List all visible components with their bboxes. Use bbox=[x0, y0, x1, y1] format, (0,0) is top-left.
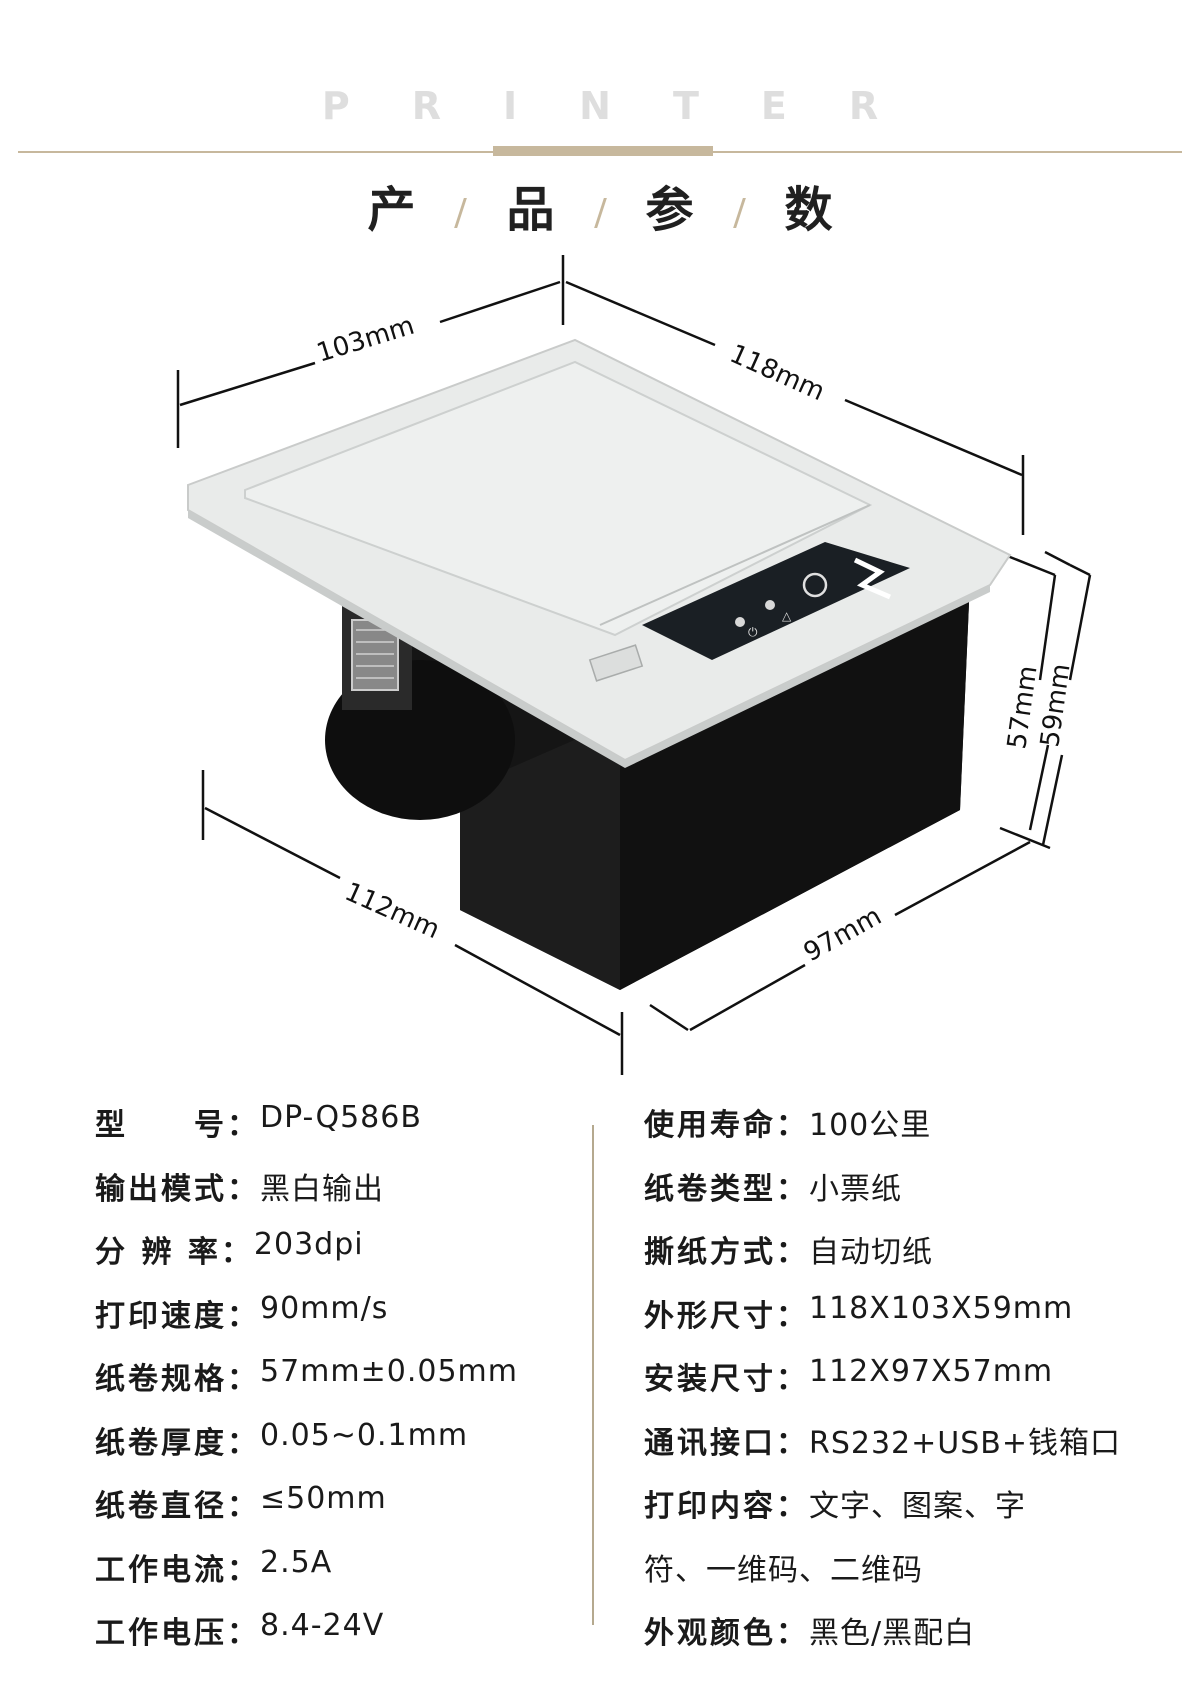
spec-list-right: 使用寿命：100公里 纸卷类型：小票纸 撕纸方式：自动切纸 外形尺寸：118X1… bbox=[644, 1100, 1121, 1672]
spec-value: 90mm/s bbox=[260, 1290, 389, 1326]
spec-value: ≤50mm bbox=[260, 1481, 387, 1516]
spec-label: 打印速度： bbox=[95, 1298, 260, 1334]
spec-row: 通讯接口：RS232+USB+钱箱口 bbox=[644, 1418, 1121, 1482]
title-char-2: 品 bbox=[506, 182, 555, 238]
header-accent-bar bbox=[493, 146, 713, 156]
spec-label: 撕纸方式： bbox=[644, 1235, 809, 1270]
spec-row: 工作电流：2.5A bbox=[95, 1545, 518, 1609]
spec-row: 型 号：DP-Q586B bbox=[95, 1100, 518, 1164]
spec-value: 小票纸 bbox=[809, 1171, 902, 1207]
title-char-4: 数 bbox=[784, 182, 833, 238]
spec-row: 输出模式：黑白输出 bbox=[95, 1164, 518, 1228]
printer-lid bbox=[244, 360, 873, 637]
spec-label: 打印内容： bbox=[644, 1489, 809, 1524]
spec-label: 工作电流： bbox=[95, 1552, 260, 1588]
spec-row: 工作电压：8.4-24V bbox=[95, 1608, 518, 1672]
spec-value: 黑白输出 bbox=[260, 1171, 384, 1207]
spec-row: 纸卷厚度：0.05~0.1mm bbox=[95, 1418, 518, 1482]
status-led-1 bbox=[735, 617, 745, 627]
spec-row: 安装尺寸：112X97X57mm bbox=[644, 1354, 1121, 1418]
spec-row: 纸卷直径：≤50mm bbox=[95, 1481, 518, 1545]
page-title: 产品参数 bbox=[0, 170, 1200, 240]
status-led-2 bbox=[765, 600, 775, 610]
spec-label: 纸卷类型： bbox=[644, 1171, 809, 1207]
spec-row: 外形尺寸：118X103X59mm bbox=[644, 1291, 1121, 1355]
spec-label: 输出模式： bbox=[95, 1171, 260, 1207]
dim-top-right: 118mm bbox=[725, 339, 829, 407]
spec-row: 撕纸方式：自动切纸 bbox=[644, 1227, 1121, 1291]
spec-row: 纸卷类型：小票纸 bbox=[644, 1164, 1121, 1228]
spec-list-left: 型 号：DP-Q586B 输出模式：黑白输出 分 辨 率：203dpi 打印速度… bbox=[95, 1100, 518, 1672]
brand-logo-mark bbox=[853, 557, 891, 600]
spec-row: 纸卷规格：57mm±0.05mm bbox=[95, 1354, 518, 1418]
spec-row: 外观颜色：黑色/黑配白 bbox=[644, 1608, 1121, 1672]
spec-label: 纸卷厚度： bbox=[95, 1425, 260, 1461]
spec-value: 文字、图案、字 bbox=[809, 1489, 1026, 1524]
dim-bottom-right: 97mm bbox=[799, 901, 887, 968]
spec-value: 自动切纸 bbox=[809, 1235, 933, 1270]
spec-value: 100公里 bbox=[809, 1108, 932, 1143]
spec-label: 分 辨 率： bbox=[95, 1235, 254, 1270]
dimension-lines bbox=[176, 255, 1092, 1075]
spec-row: 使用寿命：100公里 bbox=[644, 1100, 1121, 1164]
printer-illustration: ⏻ △ 103mm 118mm 57mm 59mm 112mm 97mm bbox=[176, 255, 1092, 1075]
spec-label: 型 号： bbox=[95, 1108, 260, 1143]
spec-value: 2.5A bbox=[260, 1544, 333, 1580]
warning-icon: △ bbox=[782, 609, 792, 623]
title-char-3: 参 bbox=[645, 182, 694, 238]
dim-bottom-left: 112mm bbox=[340, 877, 444, 945]
spec-value: 112X97X57mm bbox=[809, 1354, 1054, 1389]
title-char-1: 产 bbox=[367, 182, 416, 238]
spec-label: 外形尺寸： bbox=[644, 1298, 809, 1334]
spec-label: 纸卷规格： bbox=[95, 1362, 260, 1397]
spec-value: 黑色/黑配白 bbox=[809, 1616, 976, 1651]
spec-value: DP-Q586B bbox=[260, 1100, 422, 1135]
spec-label: 工作电压： bbox=[95, 1616, 260, 1651]
spec-row: 分 辨 率：203dpi bbox=[95, 1227, 518, 1291]
spec-label: 外观颜色： bbox=[644, 1616, 809, 1651]
spec-value: 符、一维码、二维码 bbox=[644, 1552, 923, 1588]
spec-label: 使用寿命： bbox=[644, 1108, 809, 1143]
dim-top-left: 103mm bbox=[313, 311, 418, 369]
spec-value: 118X103X59mm bbox=[809, 1290, 1074, 1326]
spec-row: 打印速度：90mm/s bbox=[95, 1291, 518, 1355]
spec-label: 安装尺寸： bbox=[644, 1362, 809, 1397]
spec-value: 57mm±0.05mm bbox=[260, 1354, 519, 1389]
spec-label: 通讯接口： bbox=[644, 1425, 809, 1461]
control-panel bbox=[642, 542, 910, 660]
spec-row: 打印内容：文字、图案、字 bbox=[644, 1481, 1121, 1545]
spec-row: 符、一维码、二维码 bbox=[644, 1545, 1121, 1609]
spec-value: 203dpi bbox=[253, 1227, 364, 1262]
latch-button bbox=[588, 644, 644, 682]
spec-value: RS232+USB+钱箱口 bbox=[809, 1425, 1122, 1461]
spec-value: 0.05~0.1mm bbox=[260, 1417, 469, 1453]
spec-label: 纸卷直径： bbox=[95, 1489, 260, 1524]
spec-divider bbox=[592, 1125, 594, 1625]
header-word: PRINTER bbox=[321, 84, 941, 128]
feed-button-icon bbox=[802, 572, 828, 598]
spec-value: 8.4-24V bbox=[260, 1608, 385, 1643]
power-icon: ⏻ bbox=[748, 625, 758, 639]
